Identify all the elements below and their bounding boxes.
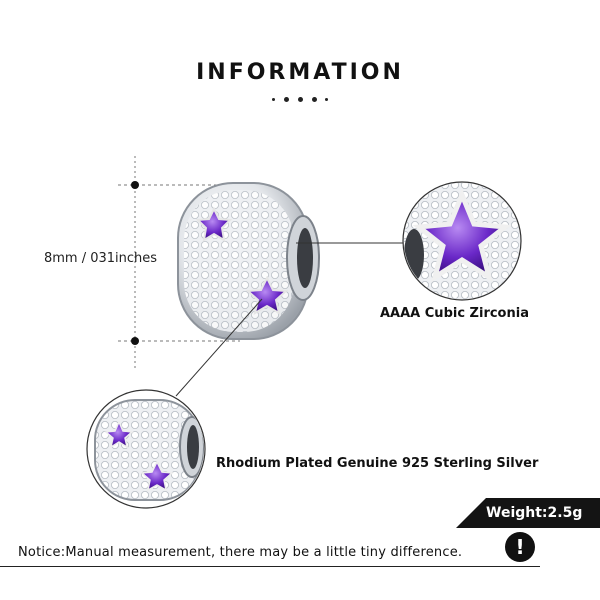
stone-callout-label: AAAA Cubic Zirconia [380,306,529,321]
zoom-silver-detail [86,389,206,509]
zoom-stone-detail [402,181,522,301]
notice-divider [0,566,540,567]
material-callout-label: Rhodium Plated Genuine 925 Sterling Silv… [216,456,539,471]
page-title: INFORMATION [196,60,404,85]
charm-bead-main [177,182,320,340]
dimension-label: 8mm / 031inches [44,251,158,266]
weight-label: Weight:2.5g [486,505,583,521]
dimension-markers [118,156,240,368]
title-divider-dots [270,96,330,104]
exclamation-icon: ! [505,532,535,562]
notice-text: Notice:Manual measurement, there may be … [18,545,463,560]
